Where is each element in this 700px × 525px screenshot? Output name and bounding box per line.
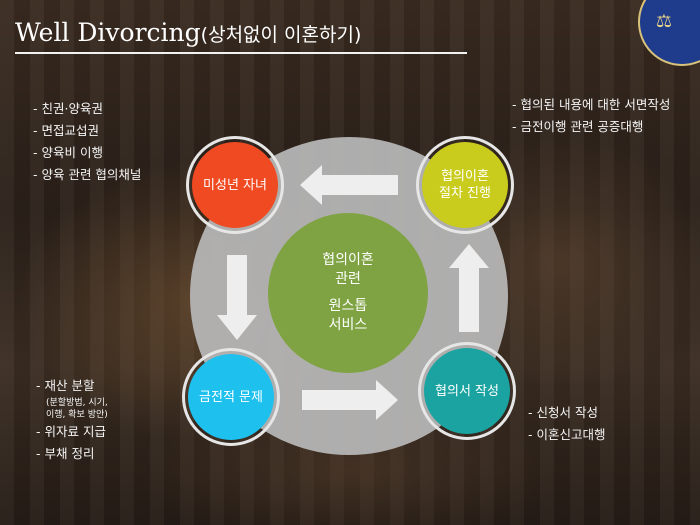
notes-agreement: - 신청서 작성 - 이혼신고대행 [528,402,605,446]
title-korean: (상처없이 이혼하기) [200,24,362,46]
arrow-up-icon [449,244,489,332]
note-item: - 양육비 이행 [33,145,103,160]
notes-financial: - 재산 분할 (분할방법, 시기, 이행, 확보 방안) - 위자료 지급 -… [36,375,108,465]
center-line: 원스톱 [328,298,368,314]
node-label: 미성년 자녀 [203,177,267,193]
note-item: - 위자료 지급 [36,424,106,439]
node-agreement: 협의서 작성 [418,342,516,440]
notes-procedure: - 협의된 내용에 대한 서면작성 - 금전이행 관련 공증대행 [512,94,670,138]
note-item: - 금전이행 관련 공증대행 [512,119,644,134]
node-fill: 미성년 자녀 [192,142,278,228]
arrow-left-icon [300,165,398,205]
note-subtext: 이행, 확보 방안) [46,410,108,420]
node-fill: 금전적 문제 [188,354,274,440]
note-item: - 재산 분할 (분할방법, 시기, 이행, 확보 방안) [36,375,108,421]
note-item: - 신청서 작성 [528,405,598,420]
center-circle: 협의이혼 관련 원스톱 서비스 [268,213,428,373]
note-item-text: - 재산 분할 [36,378,95,393]
note-item: - 친권·양육권 [33,101,103,116]
center-line: 관련 [335,271,361,287]
node-label: 협의서 작성 [435,383,499,399]
node-label: 협의이혼 [441,169,489,184]
note-item: - 이혼신고대행 [528,427,606,442]
title-english: Well Divorcing [15,18,201,47]
scales-icon: ⚖ [655,11,673,32]
node-financial: 금전적 문제 [182,348,280,446]
center-line: 협의이혼 [322,252,374,268]
note-subtext: (분할방법, 시기, [46,398,108,408]
node-label: 절차 진행 [439,186,491,201]
node-label: 금전적 문제 [199,389,263,405]
arrow-right-icon [302,380,398,420]
node-fill: 협의서 작성 [424,348,510,434]
node-fill: 협의이혼 절차 진행 [422,142,508,228]
notes-minor-children: - 친권·양육권 - 면접교섭권 - 양육비 이행 - 양육 관련 협의채널 [33,98,141,186]
arrow-down-icon [217,255,257,340]
note-item: - 양육 관련 협의채널 [33,167,142,182]
note-item: - 부채 정리 [36,446,95,461]
center-line: 서비스 [328,317,368,333]
note-item: - 면접교섭권 [33,123,99,138]
node-minor-children: 미성년 자녀 [186,136,284,234]
title-underline [15,52,467,54]
node-procedure: 협의이혼 절차 진행 [416,136,514,234]
page-title: Well Divorcing(상처없이 이혼하기) [15,18,361,47]
note-item: - 협의된 내용에 대한 서면작성 [512,97,671,112]
